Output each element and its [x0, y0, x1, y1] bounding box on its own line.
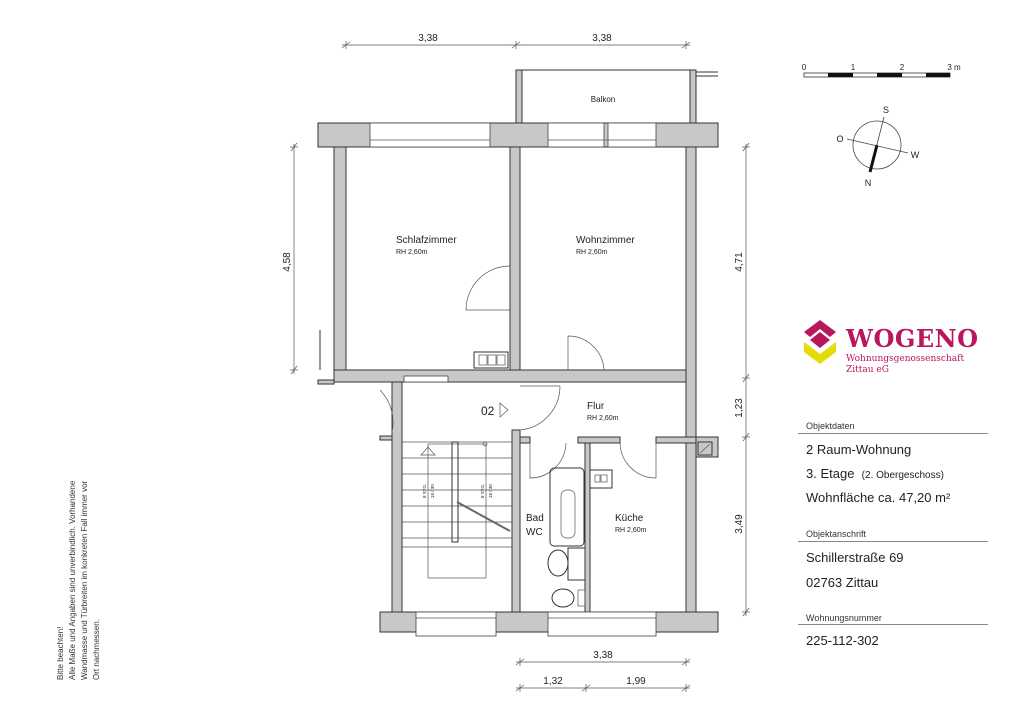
dim-bottom-b: 1,99	[626, 676, 646, 687]
dim-top-right: 3,38	[592, 33, 612, 44]
note-line: Bitte beachten!	[56, 626, 65, 680]
floor-note: (2. Obergeschoss)	[861, 470, 944, 481]
dimension-labels: 3,38 3,38 4,58 4,71 1,23 3,49 3,38 1,32 …	[282, 33, 745, 687]
room-label-kueche: Küche	[615, 513, 644, 524]
logo-mark-icon	[804, 320, 836, 364]
city: 02763 Zittau	[806, 575, 879, 590]
wogeno-logo: WOGENO Wohnungsgenossenschaft Zittau eG	[804, 318, 978, 376]
dim-left: 4,58	[282, 252, 293, 272]
compass-o: O	[836, 134, 843, 144]
street: Schillerstraße 69	[806, 550, 904, 565]
doors	[379, 265, 657, 479]
room-label-bad: Bad	[526, 513, 544, 524]
balcony: Balkon	[515, 69, 718, 126]
divider	[798, 624, 988, 625]
dim-right-mid: 1,23	[734, 398, 745, 418]
compass-s: S	[883, 105, 889, 115]
scale-tick-0: 0	[802, 63, 807, 72]
logo-wordmark: WOGENO	[846, 324, 979, 353]
compass-n: N	[865, 178, 872, 188]
dim-bottom-a: 1,32	[543, 676, 563, 687]
room-height-kueche: RH 2,60m	[615, 527, 647, 534]
logo-subtitle-2: Zittau eG	[846, 365, 889, 375]
scale-tick-2: 2	[900, 63, 905, 72]
note-line: Wandmasse und Türbreiten im konkreten Fa…	[80, 480, 89, 680]
scale-bar: 0 1 2 3 m	[802, 63, 961, 78]
apartment-number: 225-112-302	[806, 633, 879, 648]
dim-right-bottom: 3,49	[734, 514, 745, 534]
room-label-balkon: Balkon	[591, 95, 615, 104]
divider	[798, 433, 988, 434]
stair-label-left-ratio: 18 / 30	[430, 484, 435, 498]
disclaimer-note: Bitte beachten! Alle Maße und Angaben si…	[55, 481, 103, 680]
note-line: Ort nachmessen.	[92, 619, 101, 680]
room-labels: Schlafzimmer RH 2,60m Wohnzimmer RH 2,60…	[396, 235, 647, 538]
floor-info: 3. Etage (2. Obergeschoss)	[806, 466, 944, 481]
room-label-schlafzimmer: Schlafzimmer	[396, 235, 457, 246]
divider	[798, 541, 988, 542]
compass-w: W	[911, 150, 920, 160]
stair-label-right-steps: 8 STG.	[480, 484, 485, 498]
dimension-lines	[290, 41, 750, 692]
windows	[369, 122, 657, 637]
objektdaten-label: Objektdaten	[806, 421, 855, 431]
toilet	[551, 588, 575, 608]
dim-bottom-total: 3,38	[593, 650, 613, 661]
dim-top-left: 3,38	[418, 33, 438, 44]
scale-tick-1: 1	[851, 63, 856, 72]
apartment-marker: 02	[481, 404, 495, 418]
room-height-wohnzimmer: RH 2,60m	[576, 249, 608, 256]
stairs: 8 STG. 18 / 30 8 STG. 18 / 30	[402, 441, 512, 579]
sink	[547, 549, 569, 577]
note-line: Alle Maße und Angaben sind unverbindlich…	[68, 480, 77, 680]
scale-tick-3: 3 m	[947, 63, 961, 72]
living-area: Wohnfläche ca. 47,20 m²	[806, 490, 951, 505]
stair-label-left-steps: 8 STG.	[422, 484, 427, 498]
room-count: 2 Raum-Wohnung	[806, 442, 912, 457]
logo-subtitle-1: Wohnungsgenossenschaft	[846, 354, 965, 364]
fixtures	[473, 351, 713, 608]
room-height-schlafzimmer: RH 2,60m	[396, 249, 428, 256]
room-label-flur: Flur	[587, 401, 605, 412]
stair-label-right-ratio: 18 / 30	[488, 484, 493, 498]
walls	[317, 122, 719, 633]
wohnungsnummer-label: Wohnungsnummer	[806, 613, 882, 623]
objektanschrift-label: Objektanschrift	[806, 529, 867, 539]
room-label-wohnzimmer: Wohnzimmer	[576, 235, 635, 246]
compass-icon: S O W N	[836, 105, 919, 188]
floor: 3. Etage	[806, 466, 855, 481]
bathtub	[549, 467, 585, 547]
room-height-flur: RH 2,60m	[587, 415, 619, 422]
dim-right-top: 4,71	[734, 252, 745, 272]
room-label-wc: WC	[526, 527, 543, 538]
